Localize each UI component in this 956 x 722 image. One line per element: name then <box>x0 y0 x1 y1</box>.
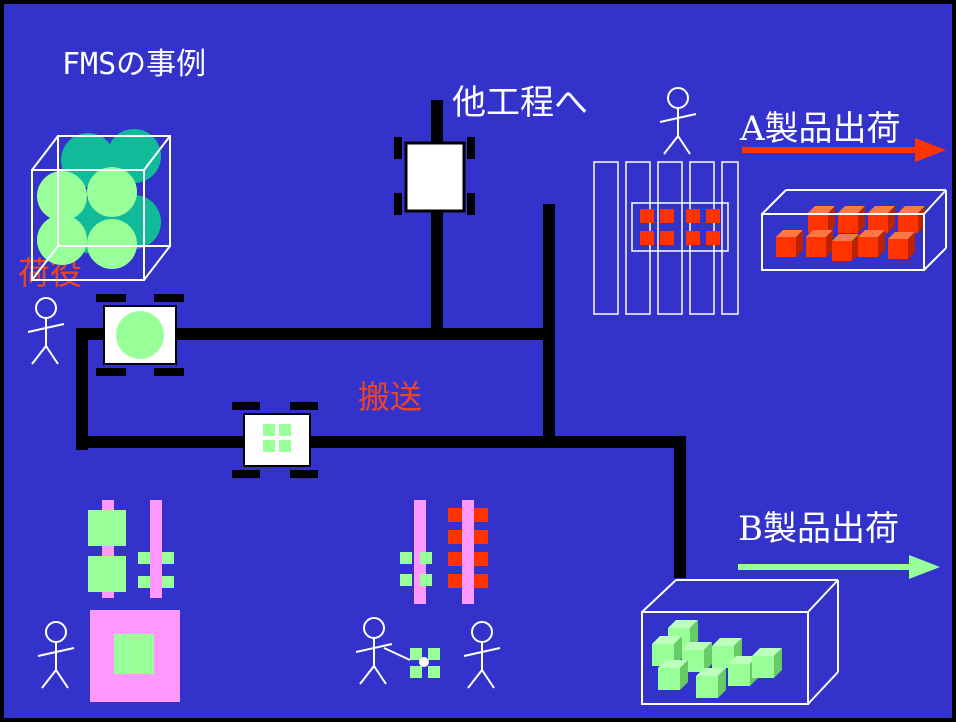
machine-station-middle <box>400 500 488 604</box>
label-ship-b: B製品出荷 <box>738 509 899 549</box>
worker-icon-bottom-middle <box>355 617 411 685</box>
product-a-crate <box>761 189 947 271</box>
arrow-ship-b <box>738 555 940 579</box>
slide-title: FMSの事例 <box>62 47 206 82</box>
label-transport: 搬送 <box>358 378 422 416</box>
storage-rack-a <box>593 161 739 315</box>
agv-vehicle-parts <box>232 402 318 478</box>
material-crate-spheres <box>31 129 171 281</box>
handled-part <box>410 648 440 678</box>
label-ship-a: A製品出荷 <box>739 109 901 149</box>
label-other-process: 他工程へ <box>452 83 588 123</box>
product-b-crate <box>641 579 839 705</box>
agv-vehicle-top <box>394 137 475 215</box>
machine-station-left <box>88 500 180 702</box>
arrow-ship-a <box>742 138 946 162</box>
agv-vehicle-sphere <box>96 294 184 376</box>
